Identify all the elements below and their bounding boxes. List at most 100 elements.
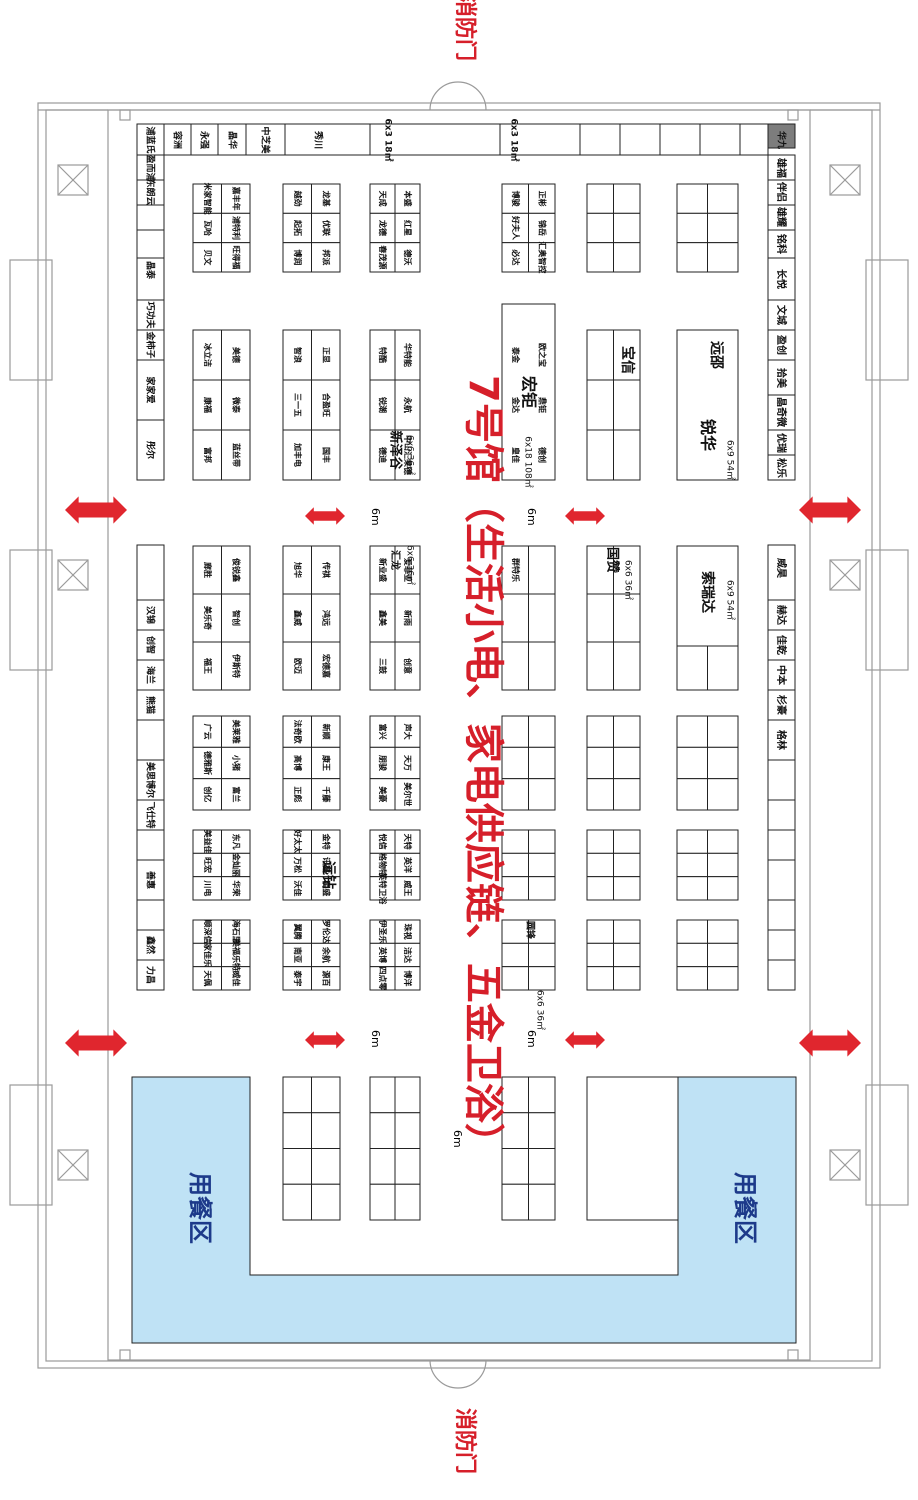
booth-exhibitor-label: 家佳乐 [203, 943, 213, 967]
booth-exhibitor-label: 廊胜 [203, 562, 213, 578]
booth-cell [282, 329, 312, 381]
left-column-booth [136, 229, 165, 259]
booth-exhibitor-label: 宏德嘉 [321, 654, 331, 678]
top-row-booth [659, 123, 701, 156]
booth-exhibitor-label: 英特卫浴 [378, 871, 388, 905]
booth-exhibitor-label: 加丰电 [293, 442, 303, 467]
right-column-booth [767, 899, 796, 931]
big-booth-ruihua [676, 329, 739, 481]
booth-cell [586, 593, 614, 643]
booth-cell [676, 829, 708, 854]
booth-exhibitor-label: 必达 [511, 248, 521, 265]
booth-cell [311, 715, 341, 748]
left-column-booth [136, 899, 165, 931]
booth-cell [528, 876, 556, 901]
booth-cell [394, 183, 421, 214]
booth-exhibitor-label: 智浪 [293, 347, 303, 363]
booth-exhibitor-label: 德沃 [403, 249, 413, 265]
top-row-booth [163, 123, 192, 156]
booth-cell [586, 829, 614, 854]
booth-exhibitor-label: 金特 [321, 833, 331, 850]
booth-exhibitor-label: 汇奥智控 [537, 241, 547, 273]
booth-cell [528, 1112, 556, 1149]
booth-exhibitor-label: 沃佳 [293, 880, 303, 896]
booth-exhibitor-label: 川电 [203, 879, 213, 896]
booth-cell [613, 829, 641, 854]
big-booth-name: 锐华 [699, 419, 718, 451]
booth-cell [613, 852, 641, 878]
booth-cell [311, 1148, 341, 1185]
booth-cell [369, 212, 396, 244]
booth-exhibitor-label: 千藤 [321, 786, 331, 803]
booth-exhibitor-label: 富邦 [203, 447, 213, 463]
booth-exhibitor-label: 威王 [403, 880, 413, 896]
booth-exhibitor-label: 爱菲亚 [403, 558, 413, 582]
booth-cell [586, 852, 614, 878]
big-booth-size: 6x6 36㎡ [405, 435, 416, 475]
booth-exhibitor-label: 华特能 [403, 343, 413, 367]
left-column-label: 晶泰 [145, 261, 157, 280]
double-arrow-right-upper [799, 496, 861, 524]
booth-cell [394, 1183, 421, 1221]
right-column-booth [767, 394, 796, 431]
booth-cell [394, 329, 421, 381]
booth-exhibitor-label: 好太太 [293, 829, 303, 855]
booth-exhibitor-label: 天万 [403, 755, 412, 771]
booth-exhibitor-label: 洁达 [403, 947, 413, 963]
booth-exhibitor-label: 翼腾 [293, 923, 303, 941]
booth-cell [613, 778, 641, 811]
booth-exhibitor-label: 金灿丽 [231, 852, 241, 877]
big-booth-name: 宝信 [619, 346, 636, 374]
left-column-booth [136, 929, 165, 961]
booth-cell [221, 715, 251, 748]
booth-cell [394, 641, 421, 691]
booth-exhibitor-label: 海石里 [231, 920, 241, 944]
booth-cell [311, 183, 341, 214]
left-column-label: 家家爱 [145, 376, 157, 403]
booth-cell [394, 212, 421, 244]
top-row-label: 浦蓝氏 [145, 126, 157, 153]
booth-exhibitor-label: 正显 [321, 347, 330, 363]
top-row-label: 晶华 [227, 131, 239, 149]
booth-cell [501, 829, 529, 854]
right-column-label: 雄福 [775, 157, 788, 178]
right-column-label: 拾美 [775, 368, 788, 389]
booth-exhibitor-label: 朋骏 [378, 754, 388, 772]
booth-cell [586, 641, 614, 691]
right-column-label: 佳乾 [775, 635, 788, 655]
right-column-booth [767, 759, 796, 801]
booth-cell [221, 429, 251, 481]
double-arrow-left-upper [65, 496, 127, 524]
booth-exhibitor-label: 博骏 [511, 191, 521, 208]
booth-cell [394, 778, 421, 811]
booth-exhibitor-label: 浦特利 [231, 216, 241, 240]
left-column-booth [136, 689, 165, 721]
booth-cell [528, 829, 556, 854]
booth-cell [221, 183, 251, 214]
right-column-label: 文城 [775, 305, 788, 325]
left-column-booth [136, 959, 165, 991]
booth-exhibitor-label: 越劲 [293, 190, 303, 207]
booth-exhibitor-label: 美尔世 [403, 782, 413, 806]
double-arrow-right-lower [799, 1029, 861, 1057]
booth-cell [528, 545, 556, 595]
left-column-label: 海兰 [145, 666, 157, 684]
booth-cell [501, 545, 529, 595]
booth-cell [369, 746, 396, 780]
booth-cell [394, 379, 421, 431]
booth-cell [311, 1183, 341, 1221]
booth-cell [528, 778, 556, 811]
booth-cell [192, 778, 222, 811]
top-row-booth [699, 123, 741, 156]
booth-cell [707, 966, 739, 991]
right-column-label: 盈创 [775, 334, 788, 355]
booth-cell [221, 545, 251, 595]
booth-cell [613, 942, 641, 968]
booth-cell [586, 329, 614, 381]
booth-cell [528, 183, 556, 214]
right-column-booth [767, 959, 796, 991]
booth-exhibitor-label: 智创 [231, 610, 241, 626]
booth-cell [282, 1148, 312, 1185]
booth-cell [311, 1076, 341, 1114]
booth-cell [501, 778, 529, 811]
